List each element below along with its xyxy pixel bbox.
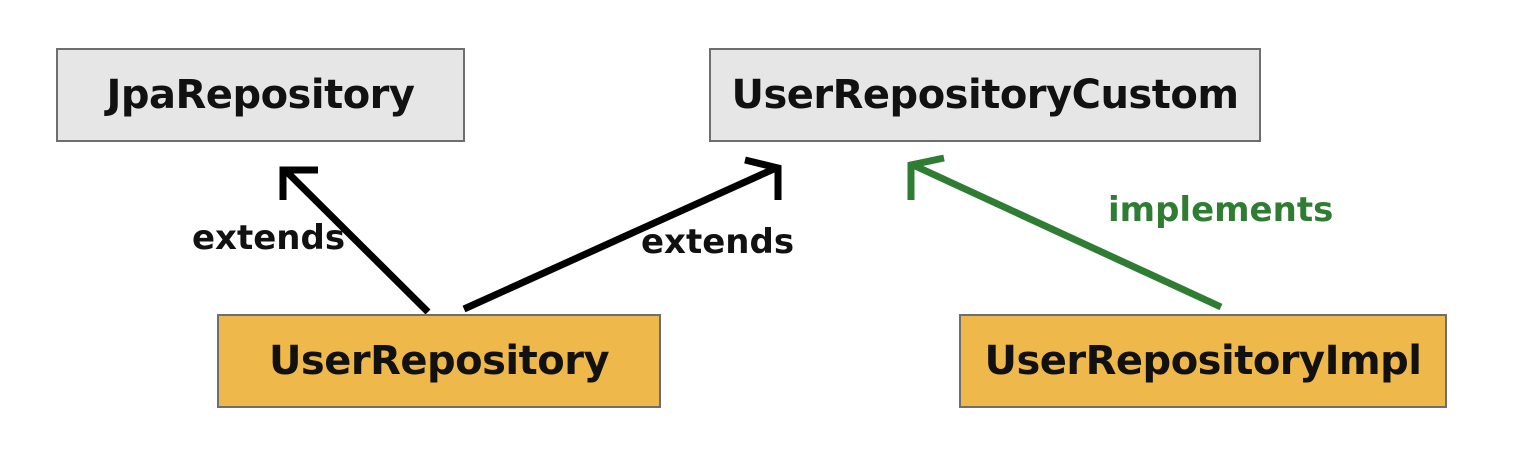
extends-arrow-custom [462,156,782,313]
user-repository-node: UserRepository [217,314,661,408]
extends-arrow-jpa [279,166,431,315]
jpa-repository-node: JpaRepository [56,48,465,142]
user-repository-impl-node: UserRepositoryImpl [959,314,1447,408]
implements-arrow-custom [907,154,1223,311]
extends-label-jpa: extends [192,218,346,258]
extends-label-custom: extends [641,222,795,262]
user-repository-impl-label: UserRepositoryImpl [984,338,1422,384]
user-repository-label: UserRepository [268,338,610,384]
implements-label: implements [1108,190,1334,230]
jpa-repository-label: JpaRepository [106,72,415,118]
user-repository-custom-node: UserRepositoryCustom [709,48,1261,142]
user-repository-custom-label: UserRepositoryCustom [731,72,1239,118]
